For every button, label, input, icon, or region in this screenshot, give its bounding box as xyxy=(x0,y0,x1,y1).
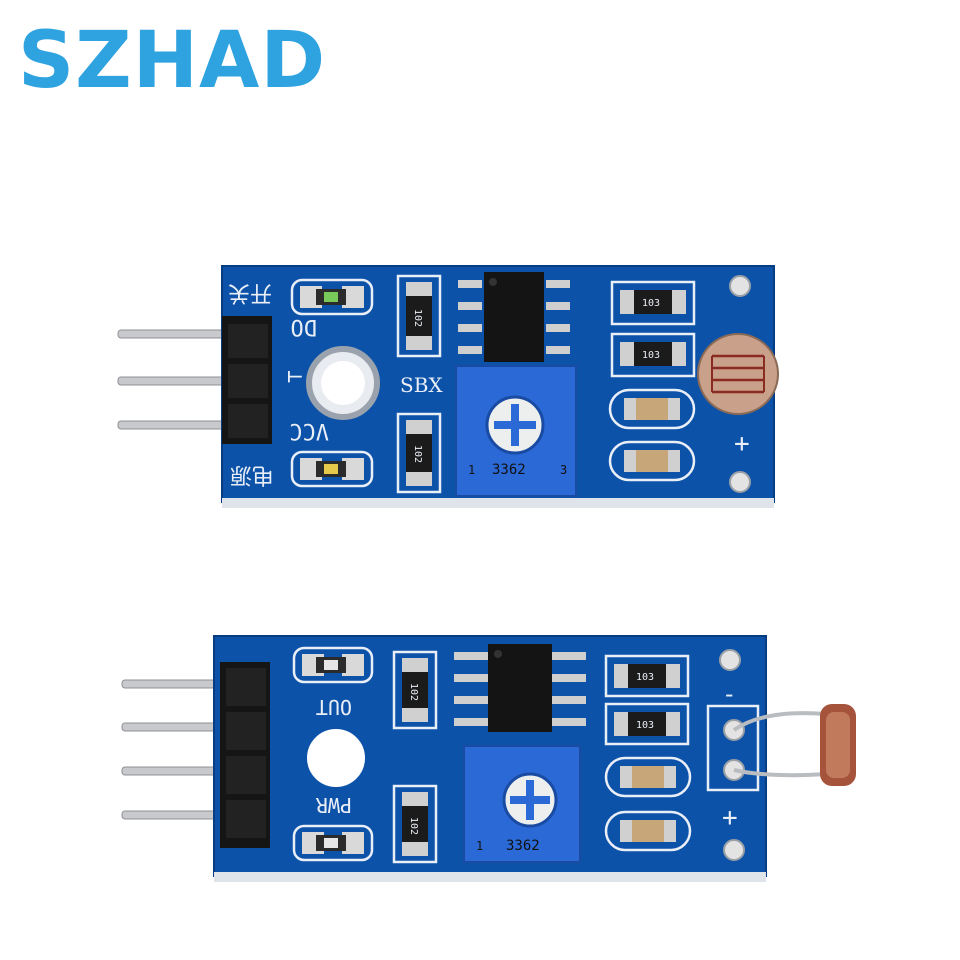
pad-bottom-2 xyxy=(723,839,745,861)
photoresistor xyxy=(697,333,779,415)
header-pins-4 xyxy=(121,679,235,820)
led-bottom xyxy=(290,450,374,488)
board-four-pin: OUT PWR 102 102 xyxy=(121,635,856,882)
label-switch-cn: 开关 xyxy=(228,280,272,305)
svg-text:3362: 3362 xyxy=(492,462,526,478)
label-pwr: PWR xyxy=(315,793,352,817)
pad-bottom xyxy=(729,471,751,493)
capacitor-a xyxy=(608,388,696,430)
label-sbx: SBX xyxy=(400,373,443,397)
svg-text:103: 103 xyxy=(636,672,654,683)
svg-text:103: 103 xyxy=(642,298,660,309)
resistor-102-top: 102 xyxy=(396,274,442,358)
label-power-cn: 电源 xyxy=(230,462,274,487)
pad-top xyxy=(729,275,751,297)
capacitor-b xyxy=(608,440,696,482)
label-do: DO xyxy=(291,314,318,339)
label-plus-2: + xyxy=(722,803,738,833)
pad-top-2 xyxy=(719,649,741,671)
header-pins xyxy=(117,329,231,430)
resistor-102-top-2: 102 xyxy=(392,650,438,730)
trimpot: 3362 1 3 xyxy=(455,365,577,497)
trimpot-2: 3362 1 xyxy=(463,745,581,863)
resistor-103-a-2: 103 xyxy=(604,654,690,698)
led-top xyxy=(290,278,374,316)
resistor-102-bottom-2: 102 xyxy=(392,784,438,864)
mounting-hole-2 xyxy=(305,727,367,789)
svg-text:102: 102 xyxy=(412,309,423,327)
svg-text:3362: 3362 xyxy=(506,838,540,854)
label-gnd: ⊥ xyxy=(282,370,307,383)
resistor-103-a: 103 xyxy=(610,280,696,326)
brand-logo: SZHAD xyxy=(18,16,327,106)
label-out: OUT xyxy=(316,695,352,719)
svg-text:3: 3 xyxy=(560,463,567,477)
led-pwr xyxy=(292,824,374,862)
label-vcc: VCC xyxy=(289,418,329,443)
svg-text:102: 102 xyxy=(408,817,419,835)
capacitor-b-2 xyxy=(604,810,692,852)
capacitor-a-2 xyxy=(604,756,692,798)
label-plus: + xyxy=(734,429,750,459)
comparator-ic-2 xyxy=(454,644,586,732)
photoresistor-2 xyxy=(732,704,856,786)
resistor-103-b: 103 xyxy=(610,332,696,378)
comparator-ic xyxy=(458,272,570,362)
led-out xyxy=(292,646,374,684)
svg-text:102: 102 xyxy=(408,683,419,701)
svg-text:103: 103 xyxy=(642,350,660,361)
svg-text:1: 1 xyxy=(476,839,483,853)
resistor-102-bottom: 102 xyxy=(396,412,442,494)
svg-text:1: 1 xyxy=(468,463,475,477)
resistor-103-b-2: 103 xyxy=(604,702,690,746)
label-minus: - xyxy=(722,680,736,708)
svg-text:103: 103 xyxy=(636,720,654,731)
board-three-pin: 开关 DO ⊥ VCC 电源 102 xyxy=(117,265,779,508)
svg-text:102: 102 xyxy=(412,445,423,463)
